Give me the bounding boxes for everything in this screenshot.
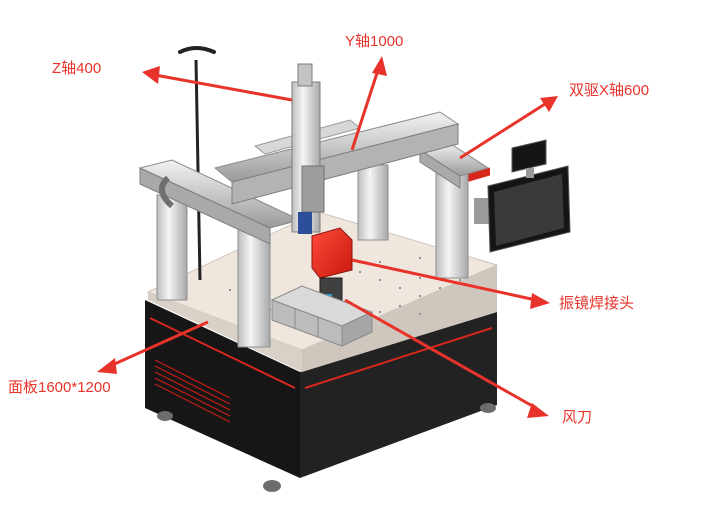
cabinet-base [145, 167, 497, 492]
air-knife-label: 风刀 [562, 409, 593, 426]
x-rail-left [138, 159, 302, 245]
weld-head-label: 振镜焊接头 [559, 295, 635, 312]
annotation-arrows [97, 56, 558, 418]
workpiece [270, 285, 374, 347]
x-rail-right [418, 141, 490, 189]
handle-pole [178, 46, 216, 281]
z-axis-column [291, 63, 325, 233]
y-axis-label: Y轴1000 [345, 33, 404, 50]
monitor-icon [474, 139, 571, 253]
support-pillars [156, 164, 469, 348]
z-axis-label: Z轴400 [52, 60, 102, 77]
x-axis-label: 双驱X轴600 [569, 82, 650, 99]
panel-label: 面板1600*1200 [8, 379, 111, 396]
